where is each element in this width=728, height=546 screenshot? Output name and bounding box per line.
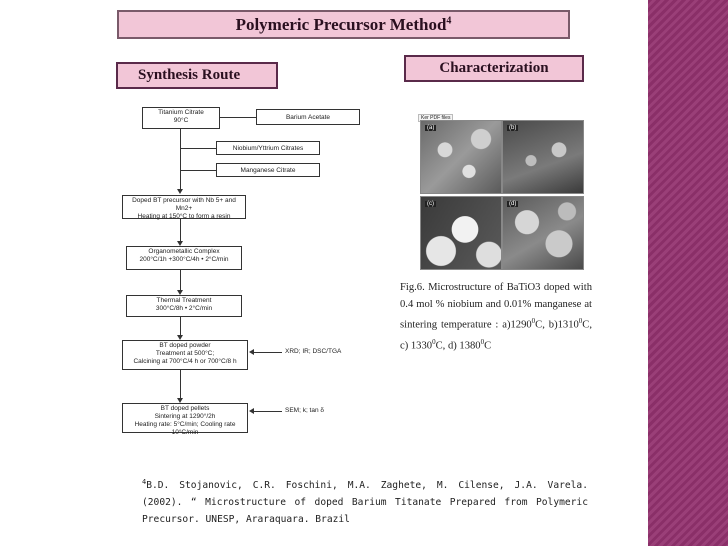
flow-box-doped-precursor: Doped BT precursor with Nb 5+ and Mn2+He… xyxy=(122,195,246,220)
flow-arrow-icon xyxy=(177,290,183,295)
flow-connector xyxy=(180,148,216,149)
micrograph-a: (a) xyxy=(420,120,502,194)
flow-arrow-icon xyxy=(249,408,254,414)
micrograph-d: (d) xyxy=(502,196,584,270)
flow-arrow-icon xyxy=(249,349,254,355)
flow-box-niobium-yttrium: Niobium/Yttrium Citrates xyxy=(216,141,320,155)
figure-caption: Fig.6. Microstructure of BaTiO3 doped wi… xyxy=(400,282,592,352)
flow-connector xyxy=(180,270,181,290)
flow-connector xyxy=(180,317,181,335)
decorative-side-band xyxy=(648,0,728,546)
flow-box-barium-acetate: Barium Acetate xyxy=(256,109,360,125)
flow-arrow-icon xyxy=(177,335,183,340)
flow-connector xyxy=(180,219,181,241)
flow-connector xyxy=(254,352,282,353)
micrograph-c: (c) xyxy=(420,196,502,270)
flow-connector xyxy=(180,170,216,171)
flow-connector xyxy=(254,411,282,412)
micrograph-b: (b) xyxy=(502,120,584,194)
reference-citation: 4B.D. Stojanovic, C.R. Foschini, M.A. Za… xyxy=(142,478,588,526)
synthesis-route-header: Synthesis Route xyxy=(116,62,278,89)
characterization-label: Characterization xyxy=(439,60,549,76)
sem-note: SEM; k; tan δ xyxy=(285,407,325,414)
microstructure-images: Ker PDF files (a) (b) (c) (d) xyxy=(410,110,586,270)
characterization-header: Characterization xyxy=(404,55,584,82)
flow-box-manganese-citrate: Manganese Citrate xyxy=(216,163,320,177)
page-title: Polymeric Precursor Method4 xyxy=(235,14,452,34)
flow-arrow-icon xyxy=(177,189,183,194)
flow-connector xyxy=(180,129,181,189)
flow-arrow-icon xyxy=(177,398,183,403)
flow-arrow-icon xyxy=(177,241,183,246)
flow-connector xyxy=(220,117,256,118)
flow-connector xyxy=(180,370,181,398)
title-banner: Polymeric Precursor Method4 xyxy=(117,10,570,39)
xrd-note: XRD; IR; DSC/TGA xyxy=(285,348,342,355)
synthesis-route-label: Synthesis Route xyxy=(138,67,241,83)
